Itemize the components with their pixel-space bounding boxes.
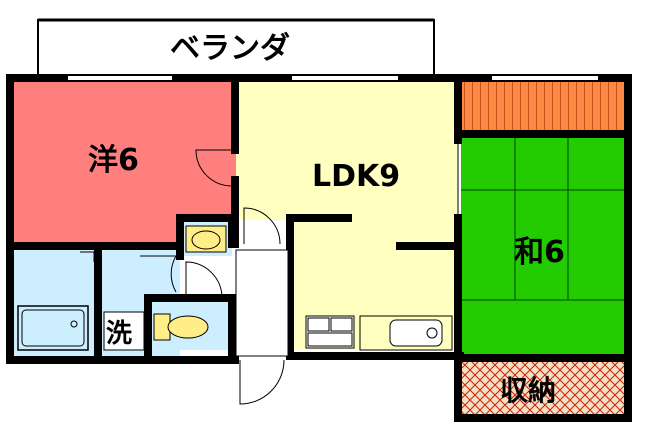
washing-machine-area	[103, 311, 145, 351]
laundry-label: 洗	[106, 319, 132, 349]
ldk-label: LDK9	[312, 159, 400, 194]
washbasin-icon	[185, 225, 227, 253]
veranda	[37, 19, 435, 79]
balcony-strip	[461, 80, 627, 132]
sink-icon	[359, 315, 453, 351]
western-room-label: 洋6	[88, 143, 139, 178]
storage-label: 収納	[500, 374, 556, 407]
tatami-lines	[461, 137, 627, 301]
veranda-label: ベランダ	[170, 31, 290, 66]
bathtub-icon	[17, 305, 89, 351]
door-swings	[80, 140, 459, 405]
toilet-icon	[153, 313, 209, 341]
japanese-room-label: 和6	[514, 235, 565, 270]
japanese-room	[461, 137, 627, 357]
stove-icon	[305, 315, 355, 349]
walls	[6, 74, 632, 422]
entrance	[235, 249, 289, 357]
storage	[461, 357, 627, 415]
ldk-room	[236, 80, 458, 220]
